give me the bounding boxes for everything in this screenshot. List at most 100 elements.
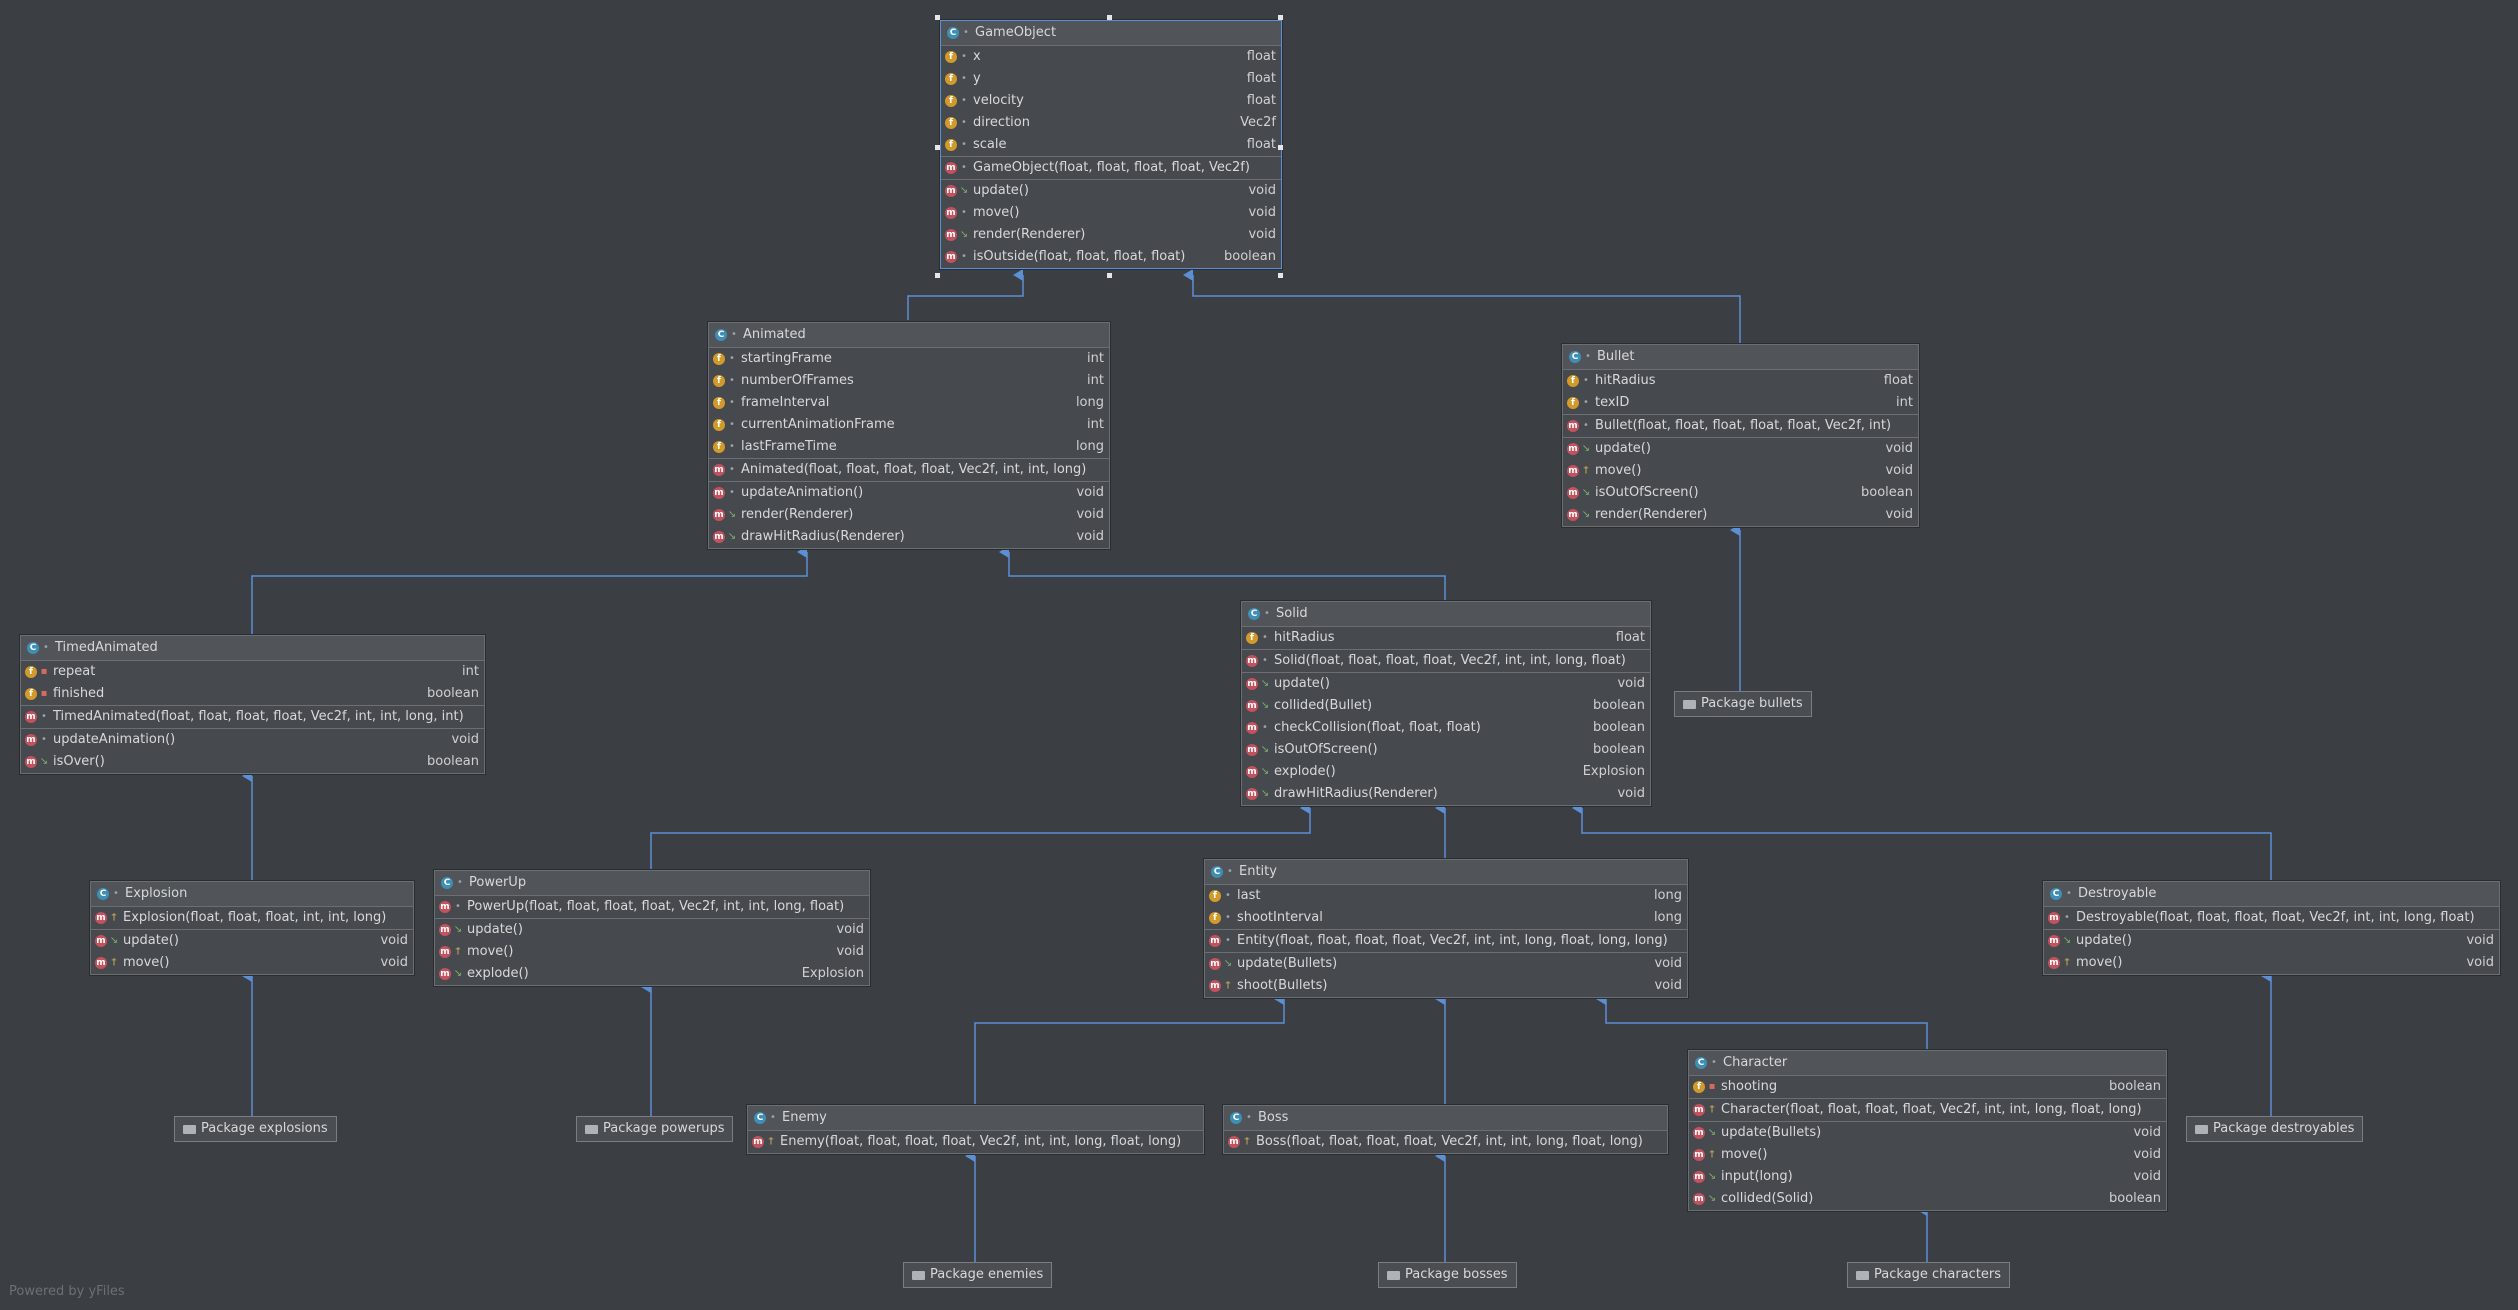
method-row[interactable]: m•isOutside(float, float, float, float)b…	[941, 246, 1281, 268]
method-row[interactable]: m•Entity(float, float, float, float, Vec…	[1205, 930, 1687, 952]
package-bullets[interactable]: Package bullets	[1674, 691, 1812, 717]
class-header[interactable]: C•Solid	[1242, 602, 1650, 627]
class-header[interactable]: C•Destroyable	[2044, 882, 2499, 907]
package-bosses[interactable]: Package bosses	[1378, 1262, 1517, 1288]
class-header[interactable]: C•Explosion	[91, 882, 413, 907]
method-row[interactable]: m↘collided(Bullet)boolean	[1242, 695, 1650, 717]
package-explosions[interactable]: Package explosions	[174, 1116, 337, 1142]
method-row[interactable]: m↘update()void	[2044, 930, 2499, 952]
method-row[interactable]: m•updateAnimation()void	[709, 482, 1109, 504]
method-row[interactable]: m•Destroyable(float, float, float, float…	[2044, 907, 2499, 929]
method-row[interactable]: m↘update()void	[941, 180, 1281, 202]
method-row[interactable]: m†move()void	[1563, 460, 1918, 482]
method-row[interactable]: m•Solid(float, float, float, float, Vec2…	[1242, 650, 1650, 672]
method-row[interactable]: m↘render(Renderer)void	[941, 224, 1281, 246]
method-row[interactable]: m↘update()void	[435, 919, 869, 941]
method-row[interactable]: m†move()void	[1689, 1144, 2166, 1166]
package-destroyables[interactable]: Package destroyables	[2186, 1116, 2364, 1142]
method-row[interactable]: m↘explode()Explosion	[435, 963, 869, 985]
selection-handle[interactable]	[1107, 15, 1112, 20]
selection-handle[interactable]	[1278, 145, 1283, 150]
method-row[interactable]: m•GameObject(float, float, float, float,…	[941, 157, 1281, 179]
method-row[interactable]: m↘collided(Solid)boolean	[1689, 1188, 2166, 1210]
method-row[interactable]: m•PowerUp(float, float, float, float, Ve…	[435, 896, 869, 918]
class-header[interactable]: C•Boss	[1224, 1106, 1667, 1131]
method-row[interactable]: m•Animated(float, float, float, float, V…	[709, 459, 1109, 481]
selection-handle[interactable]	[935, 15, 940, 20]
method-row[interactable]: m•checkCollision(float, float, float)boo…	[1242, 717, 1650, 739]
method-row[interactable]: m↘isOutOfScreen()boolean	[1563, 482, 1918, 504]
method-row[interactable]: m↘update(Bullets)void	[1689, 1122, 2166, 1144]
method-row[interactable]: m•move()void	[941, 202, 1281, 224]
selection-handle[interactable]	[1107, 273, 1112, 278]
class-header[interactable]: C•Bullet	[1563, 345, 1918, 370]
method-row[interactable]: m↘drawHitRadius(Renderer)void	[1242, 783, 1650, 805]
method-row[interactable]: m↘render(Renderer)void	[1563, 504, 1918, 526]
method-row[interactable]: m†move()void	[91, 952, 413, 974]
class-header[interactable]: C•Animated	[709, 323, 1109, 348]
method-row[interactable]: m↘explode()Explosion	[1242, 761, 1650, 783]
method-row[interactable]: m†Boss(float, float, float, float, Vec2f…	[1224, 1131, 1667, 1153]
method-row[interactable]: m•TimedAnimated(float, float, float, flo…	[21, 706, 484, 728]
method-row[interactable]: m↘drawHitRadius(Renderer)void	[709, 526, 1109, 548]
method-row[interactable]: m↘isOutOfScreen()boolean	[1242, 739, 1650, 761]
method-row[interactable]: m↘update()void	[1242, 673, 1650, 695]
selection-handle[interactable]	[935, 273, 940, 278]
selection-handle[interactable]	[1278, 273, 1283, 278]
method-row[interactable]: m†shoot(Bullets)void	[1205, 975, 1687, 997]
package-powerups[interactable]: Package powerups	[576, 1116, 734, 1142]
method-row[interactable]: m↘input(long)void	[1689, 1166, 2166, 1188]
class-header[interactable]: C•PowerUp	[435, 871, 869, 896]
method-row[interactable]: m†move()void	[2044, 952, 2499, 974]
method-row[interactable]: m↘update()void	[1563, 438, 1918, 460]
package-characters[interactable]: Package characters	[1847, 1262, 2011, 1288]
method-row[interactable]: m↘render(Renderer)void	[709, 504, 1109, 526]
method-row[interactable]: m†Explosion(float, float, float, int, in…	[91, 907, 413, 929]
selection-handle[interactable]	[1278, 15, 1283, 20]
class-header[interactable]: C•TimedAnimated	[21, 636, 484, 661]
method-row[interactable]: m↘update(Bullets)void	[1205, 953, 1687, 975]
selection-handle[interactable]	[935, 145, 940, 150]
class-header[interactable]: C•Character	[1689, 1051, 2166, 1076]
method-row[interactable]: m•Bullet(float, float, float, float, flo…	[1563, 415, 1918, 437]
method-row[interactable]: m↘update()void	[91, 930, 413, 952]
method-row[interactable]: m↘isOver()boolean	[21, 751, 484, 773]
package-enemies[interactable]: Package enemies	[903, 1262, 1053, 1288]
method-row[interactable]: m†move()void	[435, 941, 869, 963]
class-header[interactable]: C•Entity	[1205, 860, 1687, 885]
method-row[interactable]: m†Character(float, float, float, float, …	[1689, 1099, 2166, 1121]
method-row[interactable]: m†Enemy(float, float, float, float, Vec2…	[748, 1131, 1203, 1153]
class-header[interactable]: C•GameObject	[941, 21, 1281, 46]
method-row[interactable]: m•updateAnimation()void	[21, 729, 484, 751]
class-header[interactable]: C•Enemy	[748, 1106, 1203, 1131]
